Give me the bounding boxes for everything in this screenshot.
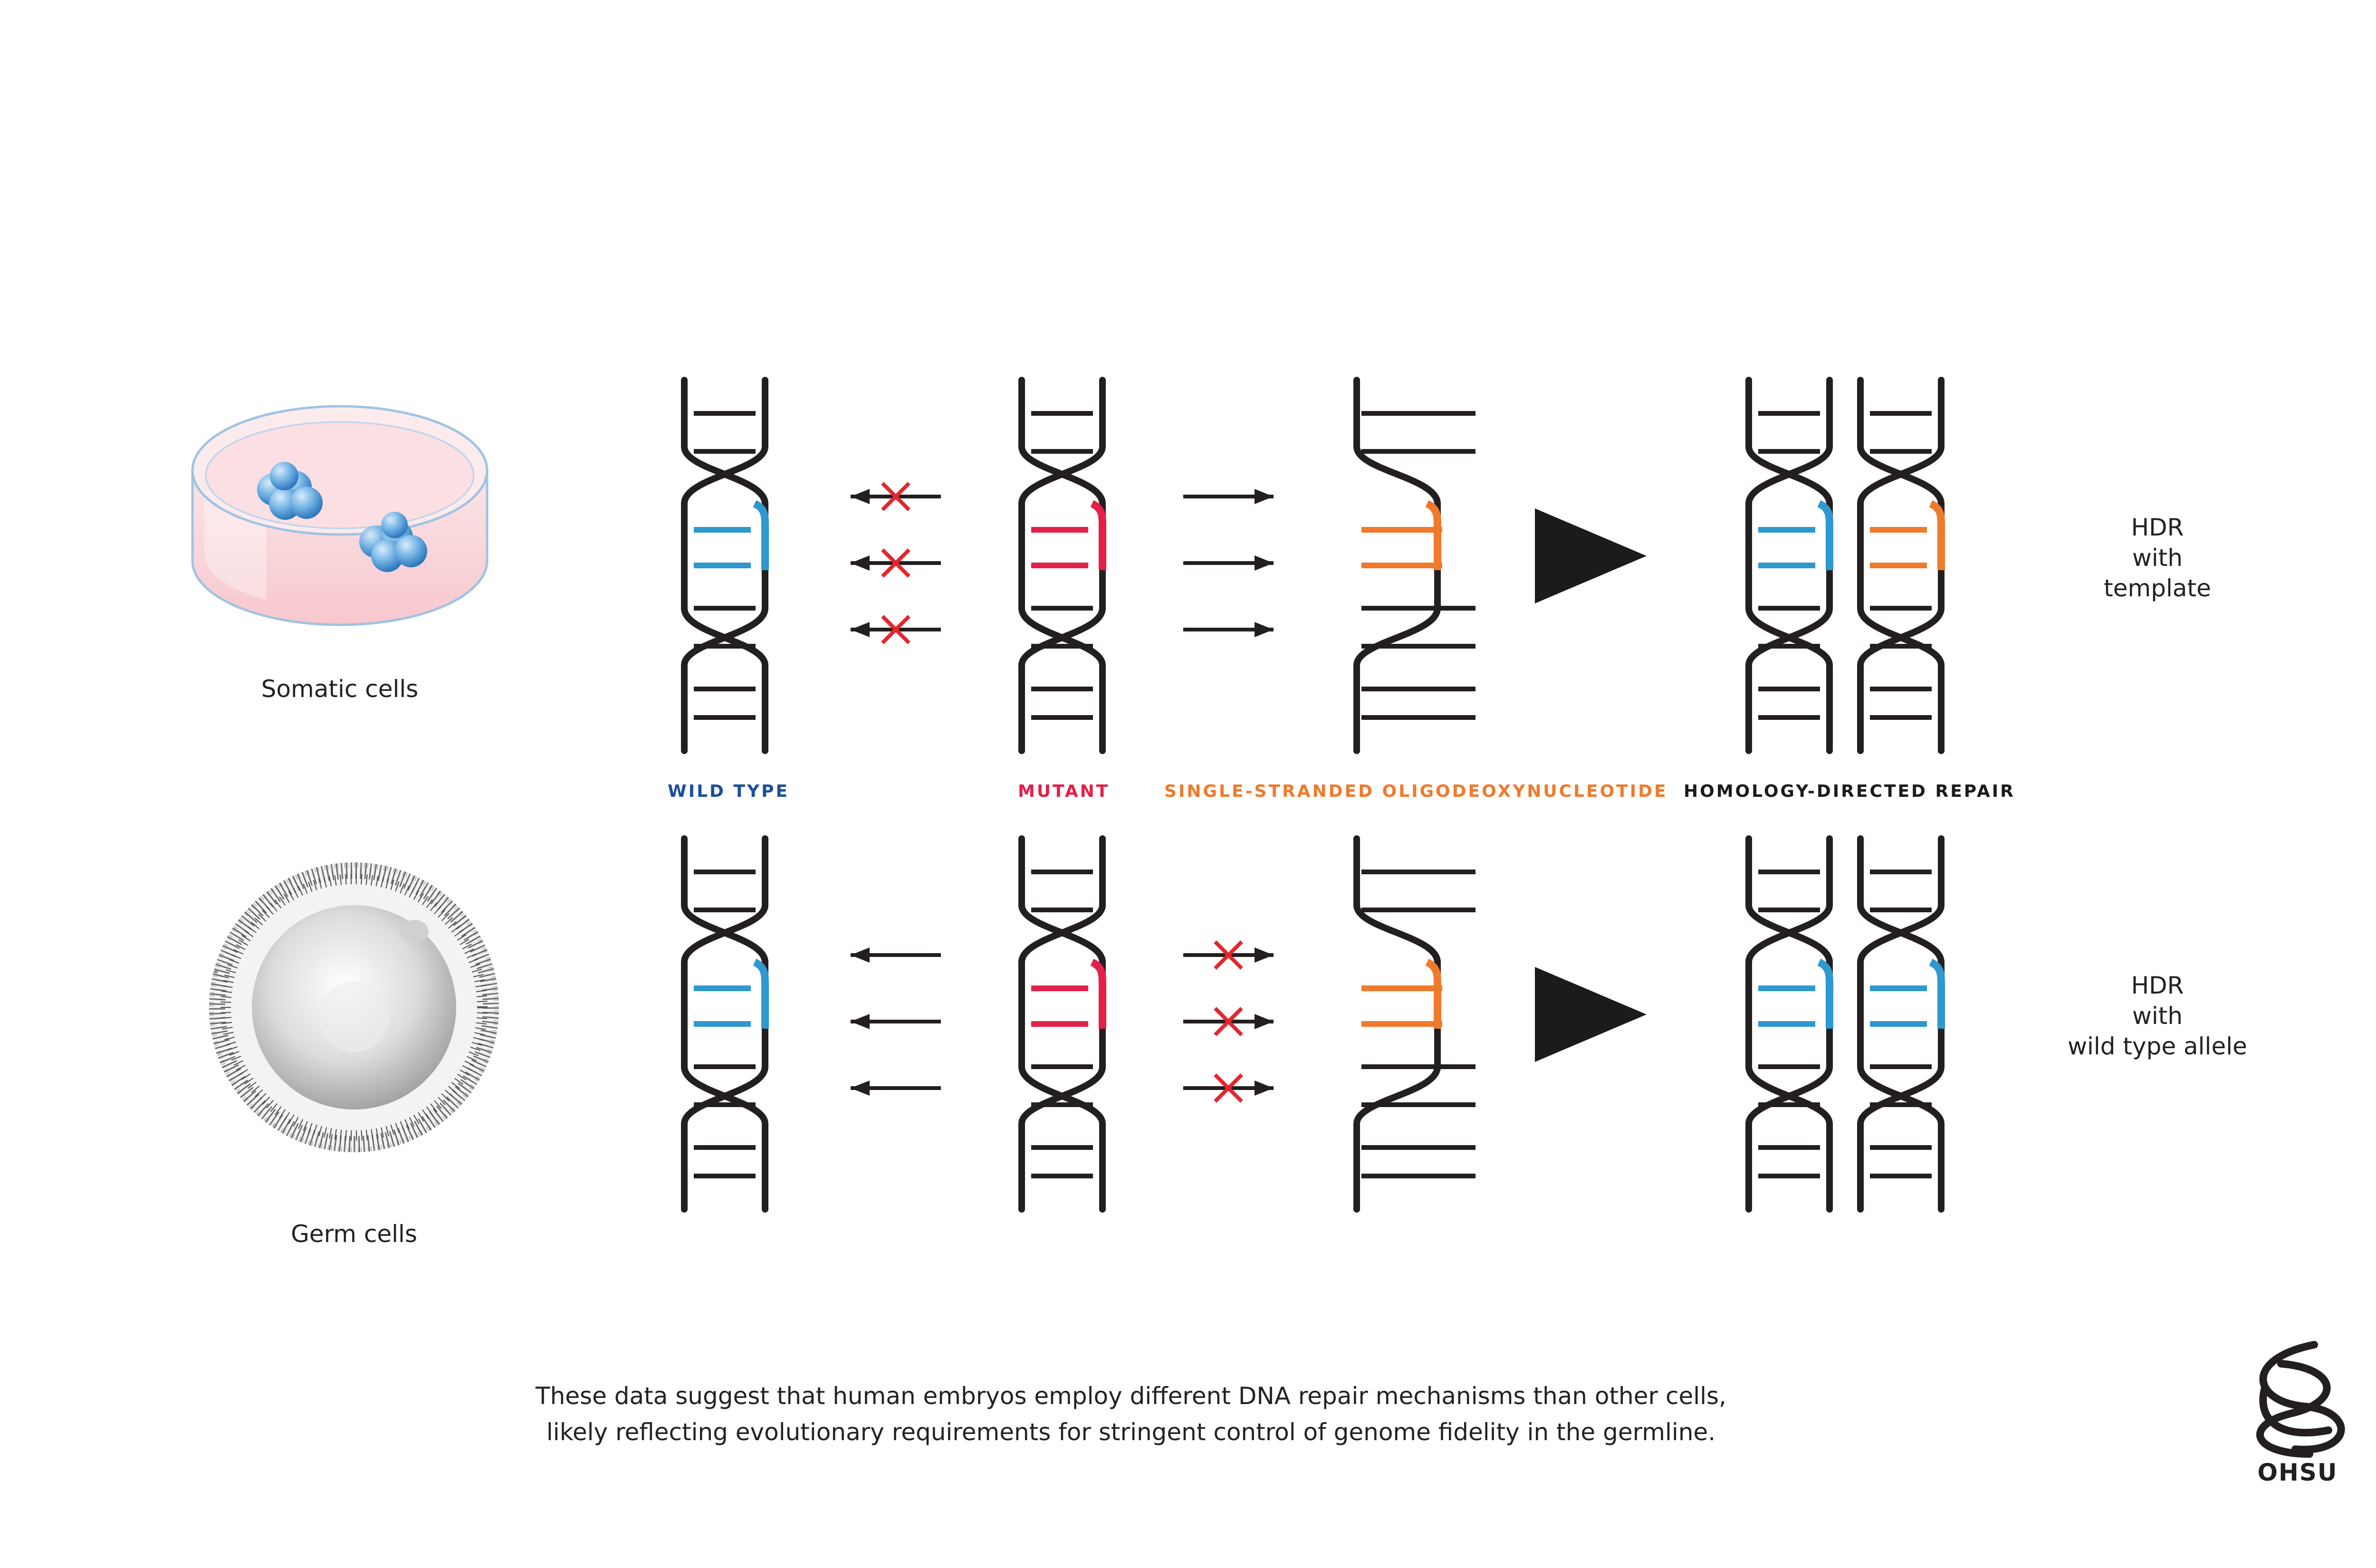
ohsu-logo-icon [2256, 1341, 2345, 1458]
cell-cluster-icon [359, 512, 427, 572]
dna-helix-mutant-bottom [1018, 835, 1106, 1213]
cross-icon [1214, 1073, 1243, 1103]
dna-ssodn-bottom [1353, 835, 1475, 1213]
cross-icon [1214, 940, 1243, 970]
somatic-cells-label: Somatic cells [261, 675, 419, 703]
outcome-bottom-line2: with [2132, 1002, 2183, 1030]
outcome-bottom-line1: HDR [2131, 972, 2184, 999]
cell-cluster-icon [257, 462, 323, 520]
cross-icon [881, 615, 910, 644]
cross-icon [1214, 1007, 1243, 1036]
arrow-icon [1183, 622, 1274, 637]
dna-helix-hdr-bottom-wild-1 [1745, 835, 1833, 1213]
dna-helix-hdr-bottom-wild-2 [1857, 835, 1945, 1213]
arrow-icon [851, 1014, 941, 1029]
cross-icon [881, 482, 910, 511]
ssodn-label: SINGLE-STRANDED OLIGODEOXYNUCLEOTIDE [1164, 782, 1668, 801]
outcome-bottom-line3: wild type allele [2068, 1033, 2247, 1060]
outcome-bottom: HDR with wild type allele [2034, 970, 2281, 1061]
dna-helix-hdr-top-template [1857, 377, 1945, 754]
dna-helix-wild-type-top [681, 377, 769, 754]
germ-cells-label: Germ cells [291, 1220, 417, 1248]
play-triangle-icon [1535, 967, 1647, 1062]
dna-helix-wild-type-bottom [681, 835, 769, 1213]
dna-ssodn-top [1353, 377, 1475, 754]
egg-cell-icon [209, 862, 499, 1152]
arrow-icon [851, 1080, 941, 1096]
caption: These data suggest that human embryos em… [494, 1378, 1768, 1450]
outcome-top-line2: with [2132, 544, 2183, 572]
arrow-icon [851, 947, 941, 963]
caption-line-1: These data suggest that human embryos em… [536, 1382, 1726, 1410]
outcome-top-line1: HDR [2131, 514, 2184, 541]
arrow-icon [1183, 555, 1274, 571]
hdr-label: HOMOLOGY-DIRECTED REPAIR [1684, 782, 2015, 801]
wild-type-label: WILD TYPE [668, 782, 790, 801]
dna-helix-hdr-top-wild [1745, 377, 1833, 754]
dna-helix-mutant-top [1018, 377, 1106, 754]
outcome-top-line3: template [2104, 574, 2211, 602]
ohsu-logo-text: OHSU [2257, 1459, 2338, 1486]
caption-line-2: likely reflecting evolutionary requireme… [546, 1418, 1716, 1446]
petri-dish-icon [191, 405, 489, 626]
cross-icon [881, 548, 910, 578]
arrow-icon [1183, 489, 1274, 504]
play-triangle-icon [1535, 508, 1647, 603]
outcome-top: HDR with template [2034, 512, 2281, 603]
mutant-label: MUTANT [1018, 782, 1110, 801]
